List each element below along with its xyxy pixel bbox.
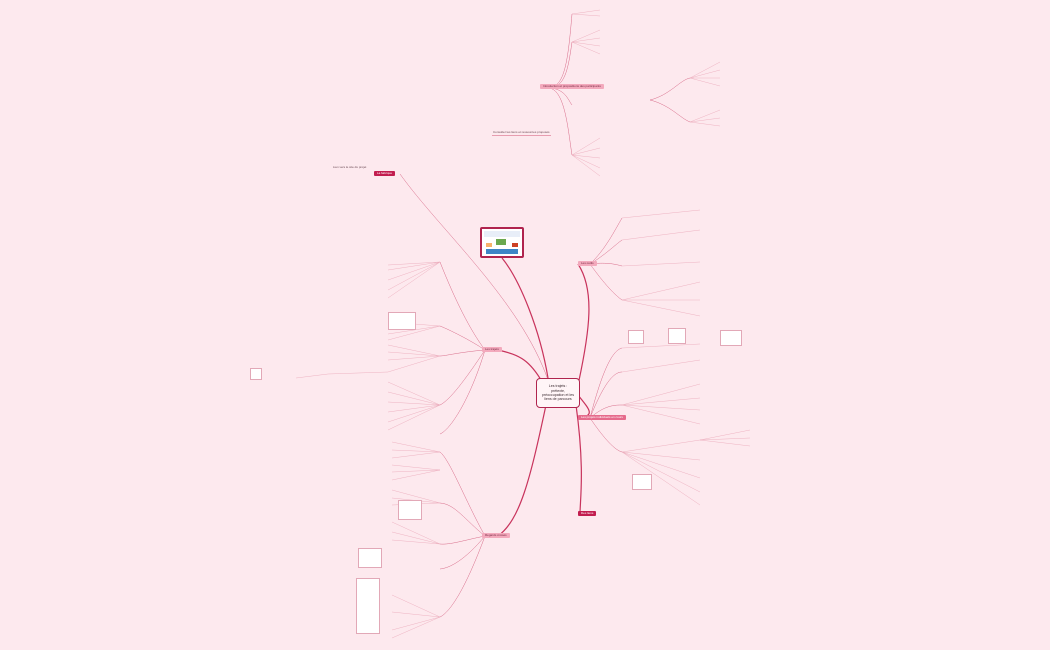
- thumbnail-image[interactable]: [388, 312, 416, 330]
- image-block: [512, 243, 518, 247]
- topic-note[interactable]: Consulter les liens et ressources propos…: [492, 130, 551, 136]
- thumbnail-image[interactable]: [720, 330, 742, 346]
- branch-regards-croises[interactable]: Regards croisés: [482, 533, 510, 538]
- branch-introduction[interactable]: Introduction et propositions des partici…: [540, 84, 604, 89]
- image-block: [496, 239, 506, 245]
- central-topic[interactable]: Les trajets : prétexte, préoccupation et…: [536, 378, 580, 408]
- central-topic-line: prétexte,: [551, 388, 565, 393]
- thumbnail-image[interactable]: [668, 328, 686, 344]
- branch-les-outils[interactable]: Les outils: [578, 261, 597, 266]
- attached-image[interactable]: [480, 227, 524, 258]
- branch-des-liens[interactable]: Des liens: [578, 511, 597, 516]
- branch-la-fabrique[interactable]: La fabrique: [374, 171, 396, 176]
- branch-projets-en-cours[interactable]: Les projets individuels en cours: [578, 415, 626, 420]
- branch-les-trajets[interactable]: Les trajets: [482, 347, 502, 352]
- thumbnail-image[interactable]: [632, 474, 652, 490]
- image-block: [486, 243, 492, 247]
- image-block: [486, 249, 518, 254]
- thumbnail-image[interactable]: [398, 500, 422, 520]
- central-topic-line: liens de parcours: [544, 397, 572, 402]
- topic-note[interactable]: Lien vers le site du projet: [333, 165, 367, 169]
- central-topic-line: Les trajets :: [548, 384, 568, 389]
- thumbnail-image[interactable]: [358, 548, 382, 568]
- thumbnail-image[interactable]: [250, 368, 262, 380]
- image-header: [484, 231, 520, 237]
- central-topic-line: préoccupation et les: [541, 393, 575, 397]
- thumbnail-image[interactable]: [628, 330, 644, 344]
- thumbnail-image[interactable]: [356, 578, 380, 634]
